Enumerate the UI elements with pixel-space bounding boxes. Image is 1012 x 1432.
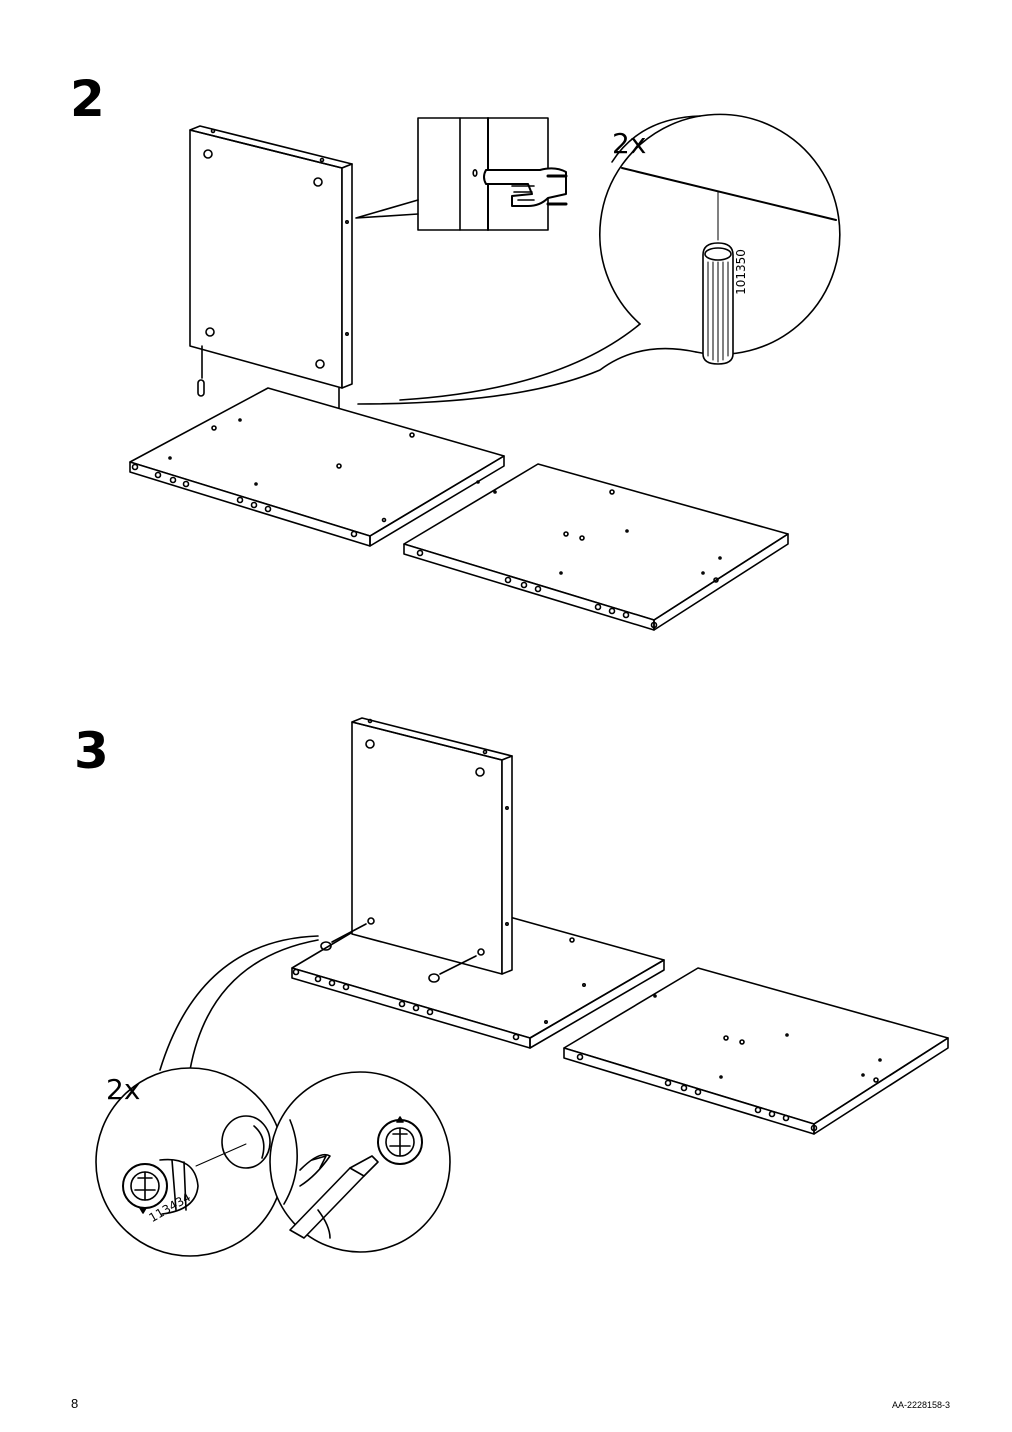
part-number: 101350 xyxy=(733,249,748,295)
side-panel xyxy=(189,125,353,389)
top-panel xyxy=(563,967,949,1135)
top-panel xyxy=(403,463,789,631)
side-panel xyxy=(351,717,513,975)
quantity-label: 2x xyxy=(106,1073,141,1106)
step2-illustration xyxy=(129,113,841,631)
step3-illustration xyxy=(95,717,949,1257)
cam-lock-magnifier xyxy=(95,935,451,1257)
step-number: 2 xyxy=(70,70,105,128)
cam-lock xyxy=(320,923,477,983)
hole-check-detail xyxy=(355,117,568,231)
page-number: 8 xyxy=(71,1396,79,1411)
dowel-magnifier xyxy=(357,113,841,405)
document-id: AA-2228158-3 xyxy=(891,1400,950,1410)
step-number: 3 xyxy=(74,722,109,780)
bottom-panel xyxy=(129,387,505,547)
quantity-label: 2x xyxy=(612,127,647,160)
